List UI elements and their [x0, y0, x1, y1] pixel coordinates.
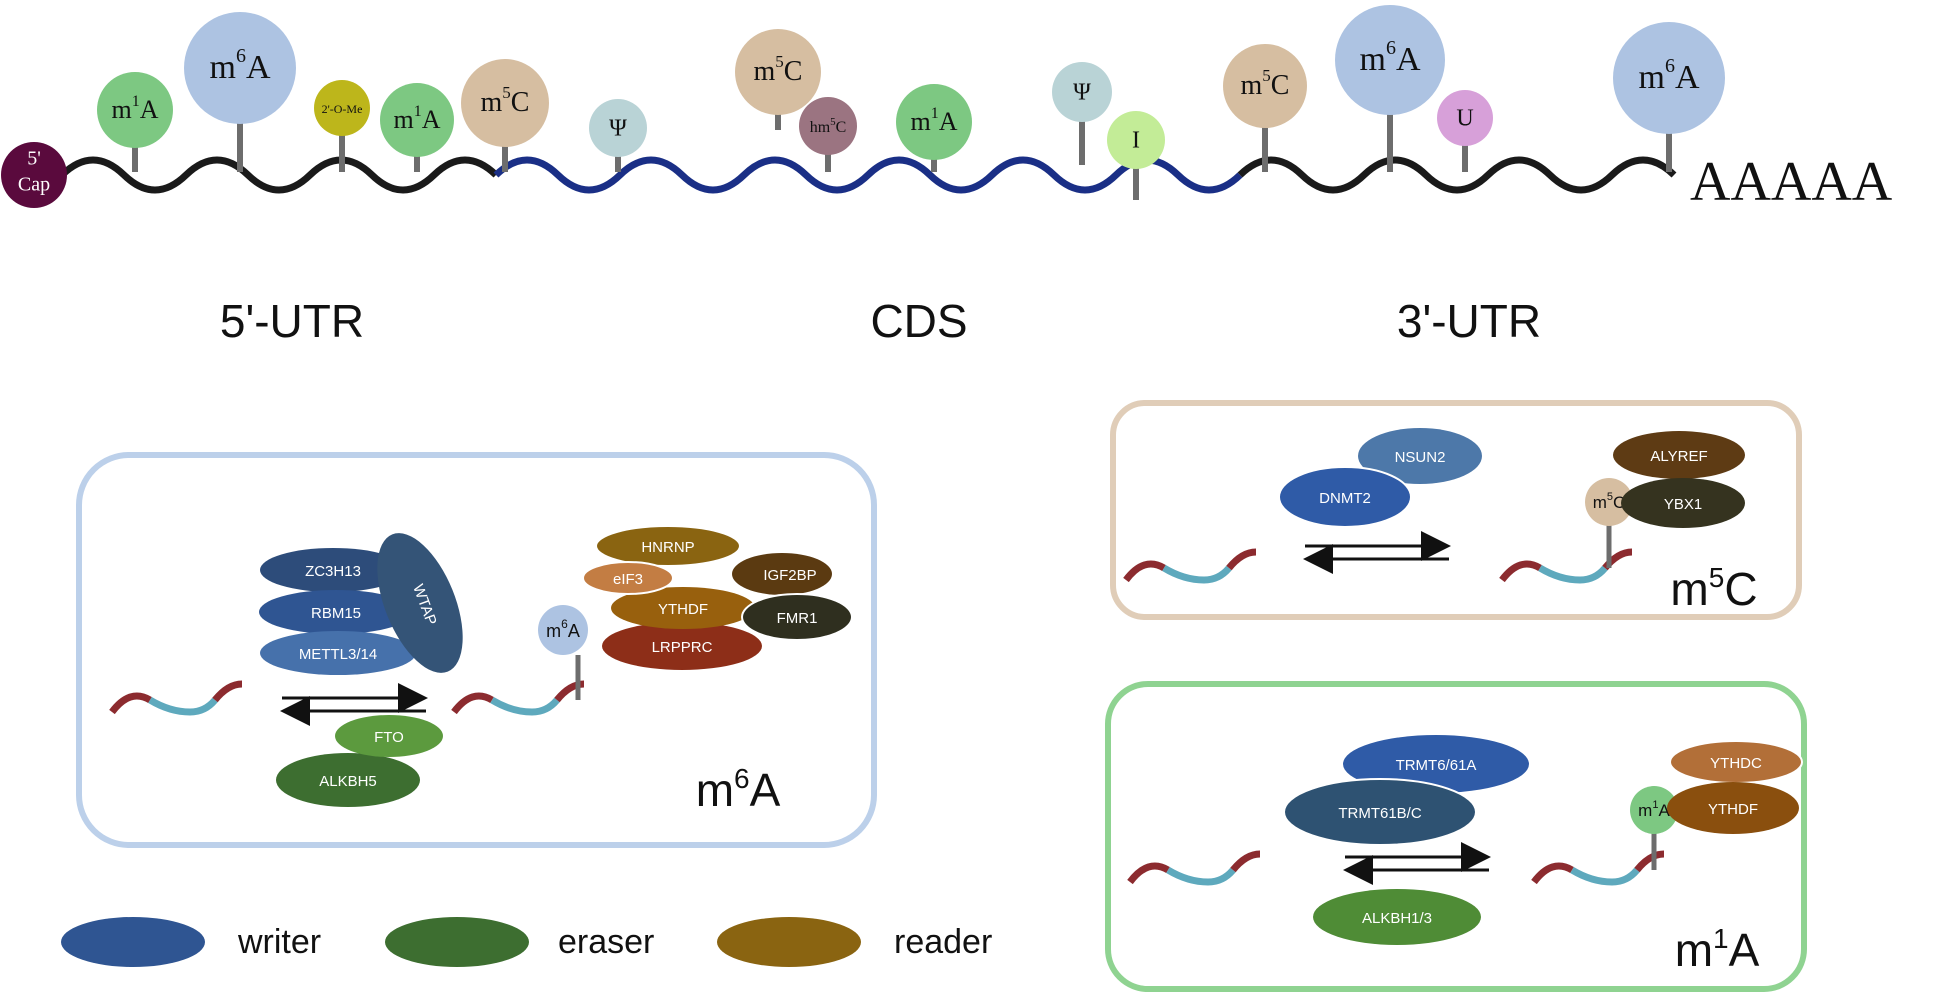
mod-site-m1a: m1A [97, 72, 173, 172]
svg-text:2'-O-Me: 2'-O-Me [322, 102, 363, 116]
reader-eif3: eIF3 [613, 571, 643, 588]
region-5utr-label: 5'-UTR [220, 295, 364, 347]
mod-site-uridine: U [1437, 90, 1493, 172]
strand-5utr [59, 156, 499, 194]
svg-text:m5C: m5C [481, 83, 530, 119]
cap-top-text: 5' [27, 148, 41, 170]
mod-site-pseudouridine: Ψ [589, 99, 647, 172]
mod-site-m5c: m5C [461, 59, 549, 172]
rna-strand-unmodified [1123, 548, 1257, 584]
strand-3utr [1237, 156, 1677, 194]
legend-reader-swatch [717, 917, 861, 967]
m1a-panel: TRMT6/61A TRMT61B/C ALKBH1/3 m1A YTHDC Y… [1105, 681, 1807, 992]
strand-cds [493, 156, 1243, 194]
reader-igf2bp: IGF2BP [763, 567, 816, 584]
m6a-panel-frame [76, 452, 877, 848]
writer-rbm15: RBM15 [311, 605, 361, 622]
eraser-fto: FTO [374, 729, 404, 746]
svg-text:m1A: m1A [111, 93, 158, 124]
reader-alyref: ALYREF [1650, 448, 1707, 465]
writer-trmt6-61a: TRMT6/61A [1396, 757, 1477, 774]
legend-eraser-label: eraser [558, 923, 654, 961]
reader-ythdf: YTHDF [658, 601, 708, 618]
svg-text:m5C: m5C [754, 52, 803, 88]
reader-ybx1: YBX1 [1664, 496, 1702, 513]
m6a-panel: ZC3H13 RBM15 METTL3/14 WTAP ALKBH5 FTO m… [76, 452, 877, 848]
mod-site-hm5c: hm5C [799, 97, 857, 172]
writer-trmt61b-c: TRMT61B/C [1338, 805, 1422, 822]
region-3utr-label: 3'-UTR [1397, 295, 1541, 347]
m5c-panel-title: m5C [1670, 562, 1757, 615]
mod-site-m1a: m1A [896, 84, 972, 172]
svg-text:Ψ: Ψ [1073, 80, 1091, 106]
modification-sites: m1A m6A 2'-O-Me m1A m5C Ψ [97, 5, 1725, 200]
mod-site-pseudouridine: Ψ [1052, 62, 1112, 165]
region-cds-label: CDS [870, 295, 967, 347]
reader-lrpprc: LRPPRC [652, 639, 713, 656]
rna-strand-modified: m5C [1499, 478, 1633, 584]
mod-site-2-o-me: 2'-O-Me [314, 80, 370, 172]
svg-text:hm5C: hm5C [810, 116, 847, 136]
rna-strand-unmodified [1127, 850, 1261, 886]
m5c-panel: NSUN2 DNMT2 m5C ALYREF YBX1 m5C [1110, 400, 1802, 620]
m1a-panel-title: m1A [1675, 923, 1760, 976]
m6a-mark-label: m6A [546, 617, 580, 641]
writer-dnmt2: DNMT2 [1319, 490, 1371, 507]
legend-writer-label: writer [237, 923, 321, 961]
svg-text:m6A: m6A [1359, 37, 1420, 78]
svg-text:I: I [1132, 128, 1140, 154]
m6a-panel-title: m6A [696, 763, 781, 816]
eraser-alkbh5: ALKBH5 [319, 773, 377, 790]
legend-eraser-swatch [385, 917, 529, 967]
rna-strand-modified: m1A [1531, 786, 1678, 886]
legend: writer eraser reader [61, 917, 992, 967]
mod-site-m1a: m1A [380, 83, 454, 172]
legend-reader-label: reader [894, 923, 992, 961]
writer-nsun2: NSUN2 [1395, 449, 1446, 466]
writer-zc3h13: ZC3H13 [305, 563, 361, 580]
svg-text:U: U [1456, 106, 1473, 132]
reader-ythdf: YTHDF [1708, 801, 1758, 818]
m5c-panel-frame [1110, 400, 1802, 620]
svg-text:m6A: m6A [209, 45, 270, 86]
reader-fmr1: FMR1 [777, 610, 818, 627]
five-prime-cap: 5' Cap [1, 142, 67, 208]
cap-bottom-text: Cap [18, 174, 50, 196]
legend-writer-swatch [61, 917, 205, 967]
mod-site-m5c: m5C [735, 29, 821, 130]
mod-site-m6a: m6A [1335, 5, 1445, 172]
svg-text:m5C: m5C [1241, 66, 1290, 102]
m1a-panel-frame [1105, 681, 1807, 992]
mod-site-m6a: m6A [184, 12, 296, 172]
svg-text:m1A: m1A [393, 103, 440, 134]
svg-text:Ψ: Ψ [609, 116, 627, 142]
reader-hnrnp: HNRNP [641, 539, 694, 556]
writer-mettl3-14: METTL3/14 [299, 646, 377, 663]
mrna-strand [59, 156, 1677, 194]
rna-strand-unmodified [109, 680, 243, 716]
mod-site-m6a: m6A [1613, 22, 1725, 172]
poly-a-tail: AAAAA [1690, 151, 1893, 213]
svg-text:m1A: m1A [910, 105, 957, 136]
mod-site-inosine: I [1107, 111, 1165, 200]
reader-ythdc: YTHDC [1710, 755, 1762, 772]
svg-text:m6A: m6A [1638, 55, 1699, 96]
rna-strand-modified: m6A [451, 605, 588, 716]
mod-site-m5c: m5C [1223, 44, 1307, 172]
eraser-alkbh1-3: ALKBH1/3 [1362, 910, 1432, 927]
